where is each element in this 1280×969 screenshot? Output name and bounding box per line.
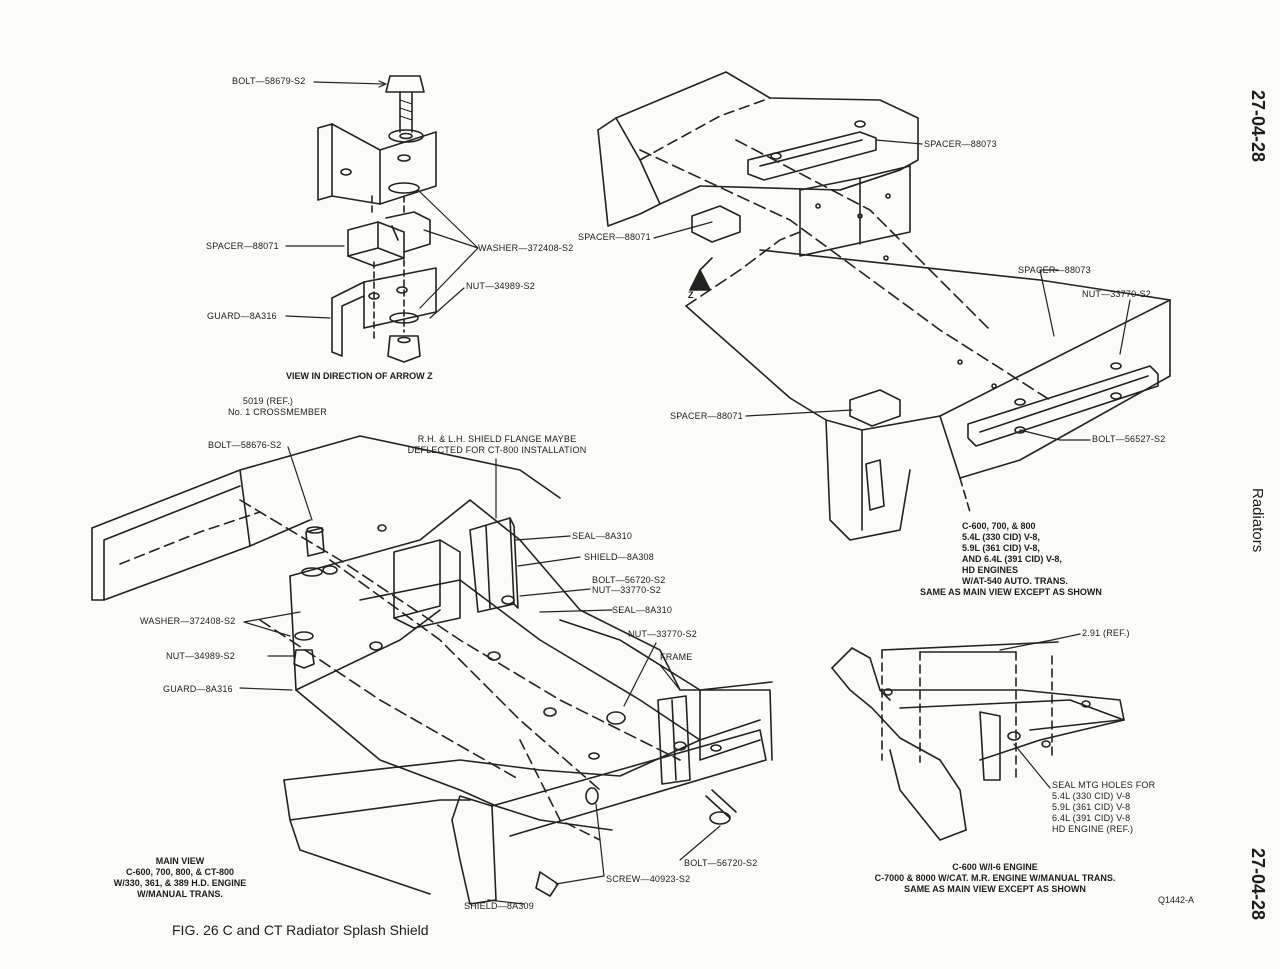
figure-ref-code: Q1442-A: [1158, 895, 1195, 905]
seal-holes-line-1: SEAL MTG HOLES FOR: [1052, 780, 1156, 790]
label-nut-33770-upper: NUT—33770-S2: [1082, 289, 1151, 299]
seal-holes-line-5: HD ENGINE (REF.): [1052, 824, 1134, 834]
label-frame: FRAME: [660, 652, 693, 662]
label-screw-40923: SCREW—40923-S2: [606, 874, 691, 884]
alt-view-1-description: C-600, 700, & 800 5.4L (330 CID) V-8, 5.…: [920, 521, 1102, 598]
alt2-desc-line-1: C-600 W/I-6 ENGINE: [952, 862, 1038, 872]
flange-note-line-2: DEFLECTED FOR CT-800 INSTALLATION: [407, 445, 587, 455]
crossmember-name: No. 1 CROSSMEMBER: [228, 407, 327, 417]
label-shield-flange: R.H. & L.H. SHIELD FLANGE MAYBE DEFLECTE…: [392, 434, 602, 456]
alt-view-auto-trans: [597, 71, 1171, 541]
label-washer-372408-main: WASHER—372408-S2: [140, 616, 236, 626]
alt1-desc-line-4: AND 6.4L (391 CID) V-8,: [962, 554, 1062, 564]
crossmember-ref: 5019 (REF.): [242, 396, 294, 406]
main-desc-line-1: MAIN VIEW: [155, 856, 205, 866]
page-number-top: 27-04-28: [1248, 90, 1268, 163]
seal-holes-line-4: 6.4L (391 CID) V-8: [1052, 813, 1131, 823]
label-nut-33770-mid: NUT—33770-S2: [592, 585, 661, 595]
label-seal-8a310-upper: SEAL—8A310: [572, 531, 633, 541]
alt-view-2-description: C-600 W/I-6 ENGINE C-7000 & 8000 W/CAT. …: [850, 862, 1140, 895]
label-bolt-56720-mid: BOLT—56720-S2: [592, 575, 666, 585]
label-bolt-58676: BOLT—58676-S2: [208, 440, 282, 450]
figure-caption: FIG. 26 C and CT Radiator Splash Shield: [172, 922, 429, 938]
label-seal-holes: SEAL MTG HOLES FOR 5.4L (330 CID) V-8 5.…: [1052, 780, 1155, 835]
alt1-desc-line-7: SAME AS MAIN VIEW EXCEPT AS SHOWN: [920, 587, 1102, 597]
section-title: Radiators: [1249, 488, 1266, 553]
label-shield-8a308: SHIELD—8A308: [584, 552, 654, 562]
label-nut-34989: NUT—34989-S2: [466, 281, 535, 291]
label-dim-2-91: 2.91 (REF.): [1082, 628, 1130, 638]
label-washer-372408: WASHER—372408-S2: [478, 243, 574, 253]
label-spacer-88073-right: SPACER—88073: [1018, 265, 1091, 275]
flange-note-line-1: R.H. & L.H. SHIELD FLANGE MAYBE: [417, 434, 577, 444]
label-spacer-88071: SPACER—88071: [206, 241, 279, 251]
main-desc-line-4: W/MANUAL TRANS.: [137, 889, 223, 899]
page-number-bottom: 27-04-28: [1248, 848, 1268, 921]
label-bolt-58679: BOLT—58679-S2: [232, 76, 306, 86]
label-crossmember: 5019 (REF.) No. 1 CROSSMEMBER: [228, 396, 327, 418]
alt2-desc-line-2: C-7000 & 8000 W/CAT. M.R. ENGINE W/MANUA…: [874, 873, 1116, 883]
alt1-desc-line-5: HD ENGINES: [962, 565, 1019, 575]
alt1-desc-line-2: 5.4L (330 CID) V-8,: [962, 532, 1040, 542]
seal-holes-line-3: 5.9L (361 CID) V-8: [1052, 802, 1131, 812]
leader-lines: [239, 80, 1131, 905]
seal-holes-line-2: 5.4L (330 CID) V-8: [1052, 791, 1131, 801]
alt1-desc-line-6: W/AT-540 AUTO. TRANS.: [962, 576, 1068, 586]
label-nut-33770-right: NUT—33770-S2: [628, 629, 697, 639]
arrow-z-view-title: VIEW IN DIRECTION OF ARROW Z: [286, 371, 433, 381]
label-arrow-z: Z: [688, 290, 694, 300]
label-bolt-56720-low: BOLT—56720-S2: [684, 858, 758, 868]
alt1-desc-line-1: C-600, 700, & 800: [962, 521, 1036, 531]
label-bolt-56527: BOLT—56527-S2: [1092, 434, 1166, 444]
label-nut-34989-main: NUT—34989-S2: [166, 651, 235, 661]
main-view-assembly: [91, 435, 773, 905]
main-desc-line-2: C-600, 700, 800, & CT-800: [125, 867, 235, 877]
label-spacer-88071-bottom: SPACER—88071: [670, 411, 743, 421]
label-spacer-88071-left: SPACER—88071: [578, 232, 651, 242]
label-guard-8a316-main: GUARD—8A316: [163, 684, 233, 694]
main-desc-line-3: W/330, 361, & 389 H.D. ENGINE: [113, 878, 247, 888]
alt-view-i6-engine: [831, 641, 1125, 841]
alt1-desc-line-3: 5.9L (361 CID) V-8,: [962, 543, 1040, 553]
label-shield-8a309: SHIELD—8A309: [464, 901, 534, 911]
label-seal-8a310-lower: SEAL—8A310: [612, 605, 673, 615]
label-spacer-88073-top: SPACER—88073: [924, 139, 997, 149]
arrow-z-exploded-view: [317, 75, 437, 363]
main-view-description: MAIN VIEW C-600, 700, 800, & CT-800 W/33…: [96, 856, 264, 900]
label-guard-8a316: GUARD—8A316: [207, 311, 277, 321]
alt2-desc-line-3: SAME AS MAIN VIEW EXCEPT AS SHOWN: [904, 884, 1086, 894]
